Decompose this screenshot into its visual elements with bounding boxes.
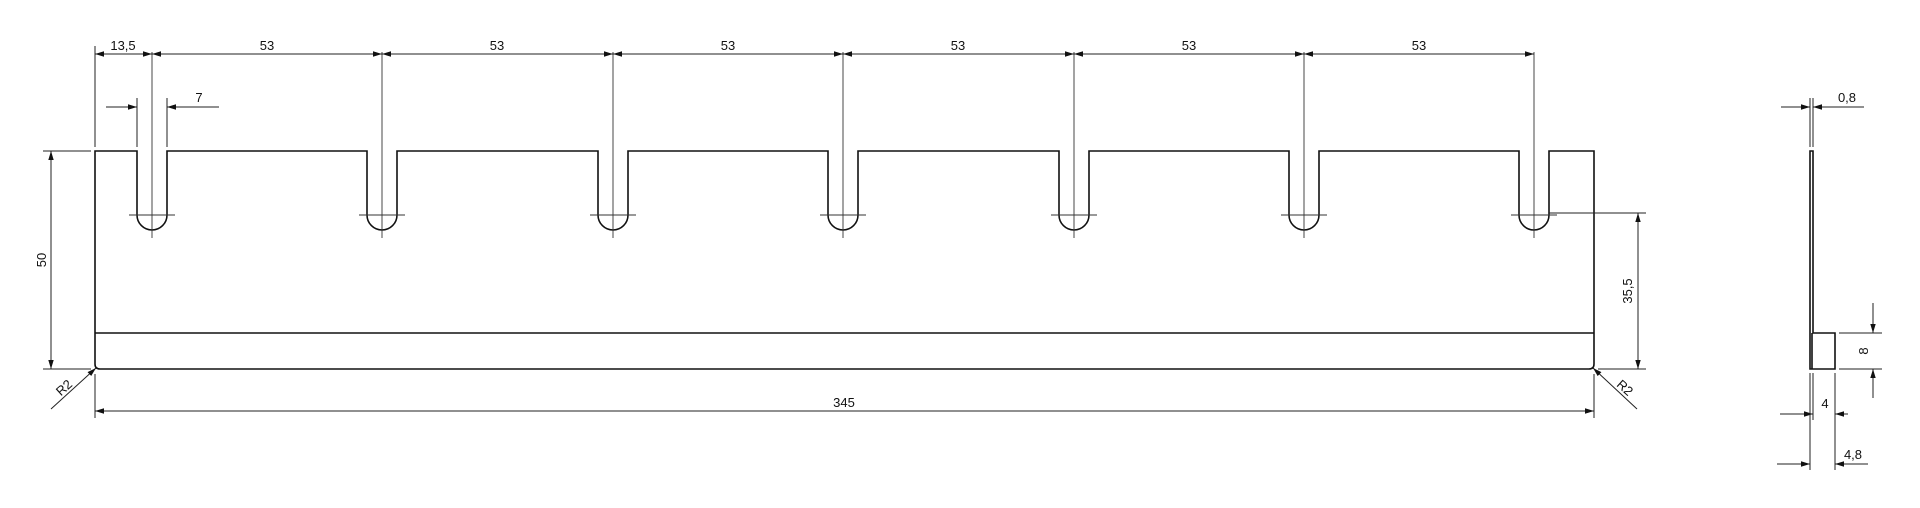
front-view: 13,5 53 53 53 53 53 53 7 50 [34,38,1646,418]
fold-total-dimension: 4,8 [1777,373,1868,470]
height-dimension: 50 [34,150,91,370]
radius-callouts: R2 R2 [50,367,1638,410]
thickness-dimension: 0,8 [1781,90,1864,147]
fold-height-dimension: 8 [1839,303,1882,398]
top-dimension-chain: 13,5 53 53 53 53 53 53 [94,38,1534,147]
slot-width-dimension: 7 [106,90,219,147]
dim-radius-left: R2 [53,377,75,399]
dim-fold-height: 8 [1856,347,1871,354]
dim-thickness: 0,8 [1838,90,1856,105]
dim-pitch-1: 53 [260,38,274,53]
dim-total-length: 345 [833,395,855,410]
length-dimension: 345 [94,374,1595,418]
dim-first-offset: 13,5 [110,38,135,53]
dim-fold-total: 4,8 [1844,447,1862,462]
dim-pitch-3: 53 [721,38,735,53]
dim-pitch-5: 53 [1182,38,1196,53]
dim-pitch-4: 53 [951,38,965,53]
dim-height: 50 [34,253,49,267]
slot-bottom-dimension: 35,5 [1549,212,1646,370]
dim-radius-right: R2 [1614,377,1636,399]
dim-slot-width: 7 [195,90,202,105]
fold-depth-dimension: 4 [1780,373,1848,420]
dim-pitch-2: 53 [490,38,504,53]
dim-slot-bottom: 35,5 [1620,278,1635,303]
slot-centerlines [129,52,1557,238]
plate-outline [94,150,1595,370]
side-view: 0,8 8 4 4,8 [1777,90,1882,470]
dim-fold-depth: 4 [1821,396,1828,411]
side-profile [1809,150,1836,370]
dim-pitch-6: 53 [1412,38,1426,53]
